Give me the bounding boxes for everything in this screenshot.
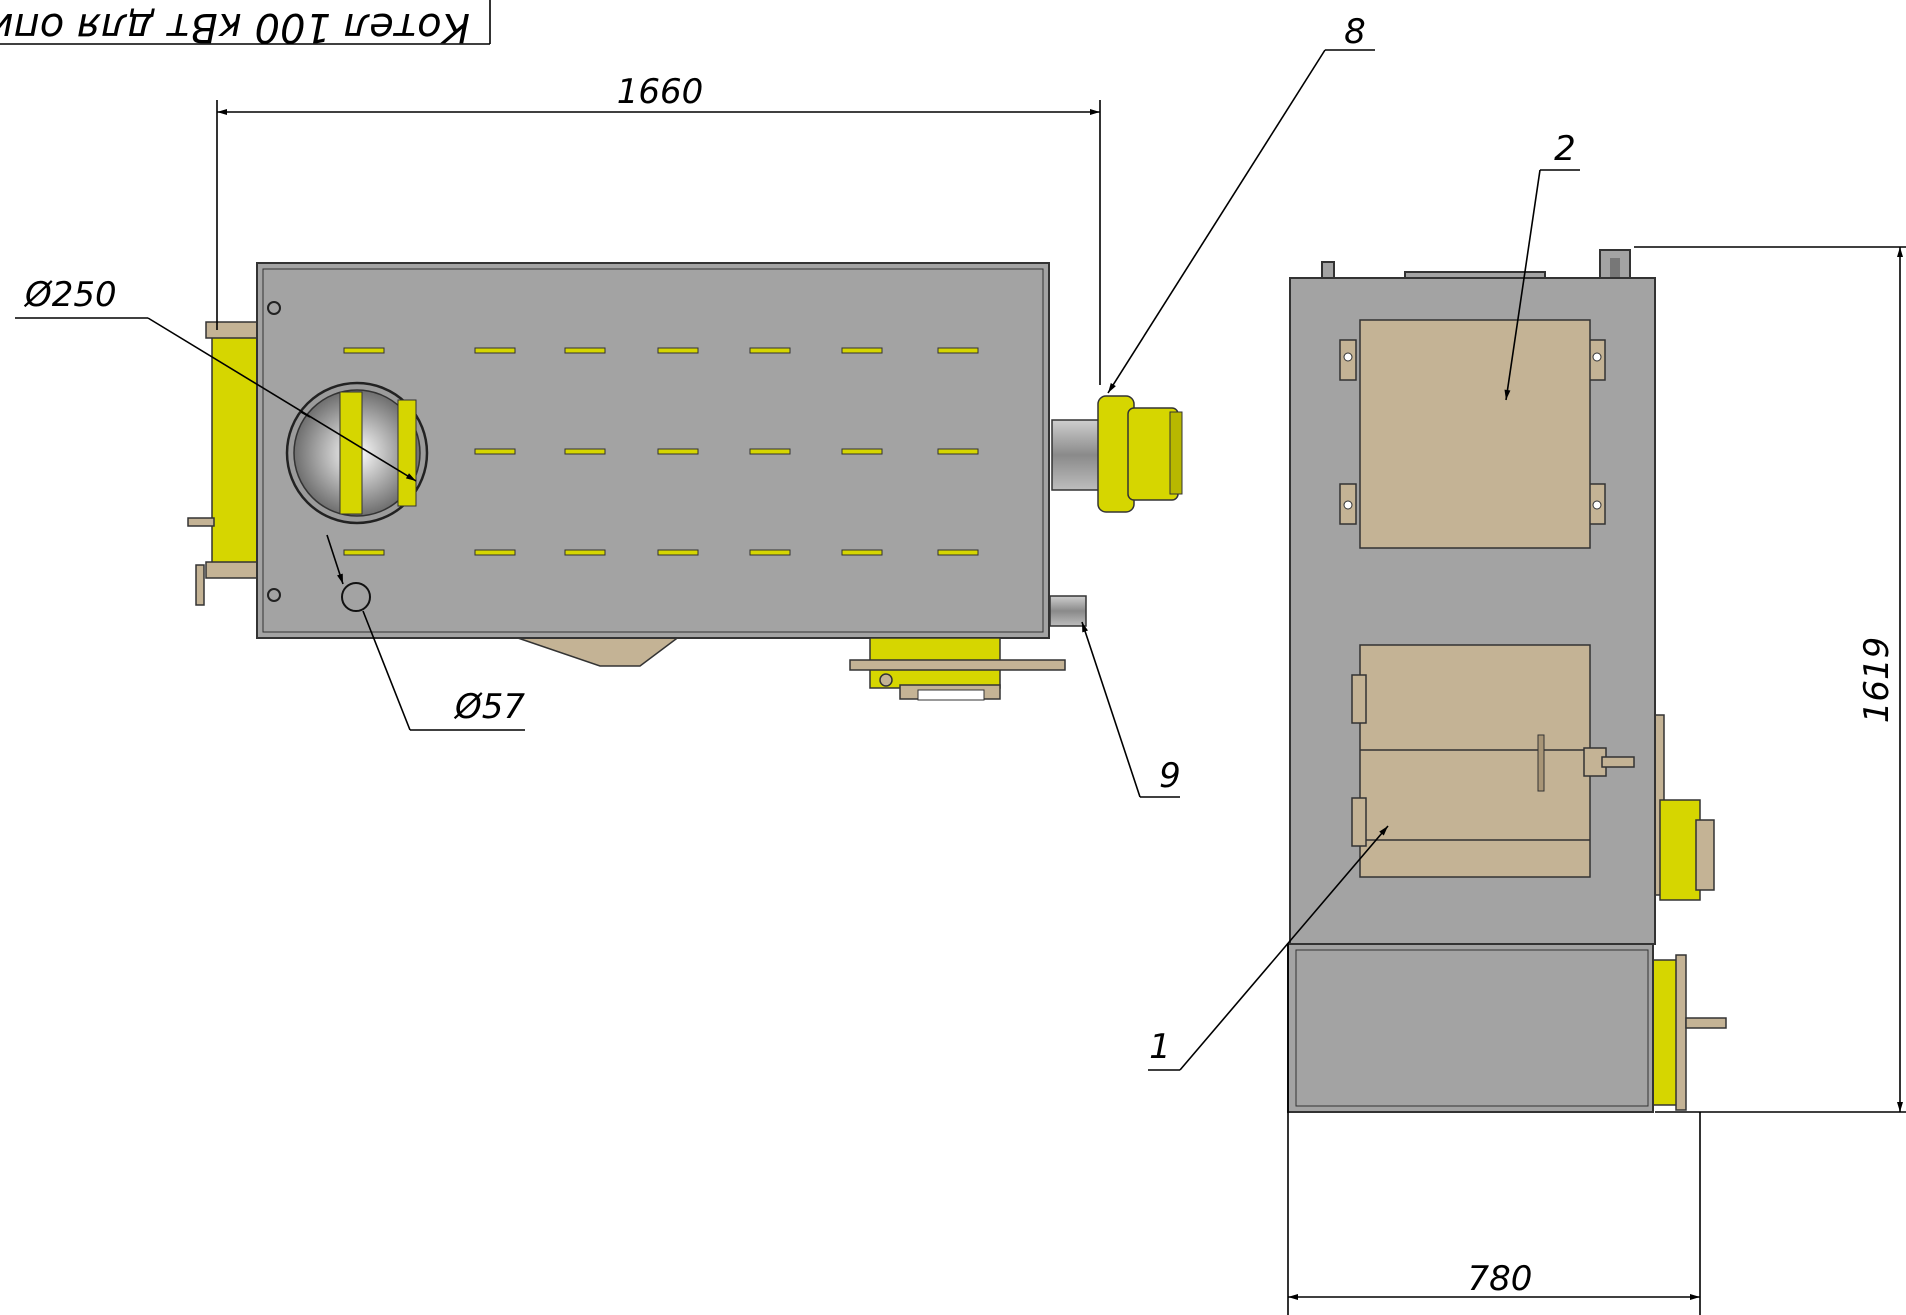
lower-door [1351, 644, 1635, 878]
callout-2: 2 [1504, 129, 1580, 401]
dim-length: 1660 [216, 72, 1101, 385]
bottom-feeder [849, 637, 1066, 701]
front-view: 1619 780 2 1 [1148, 129, 1906, 1315]
callout-1: 1 [1148, 825, 1389, 1071]
dim-width: 780 [1287, 944, 1701, 1315]
pipe-57 [341, 582, 371, 612]
drawing-title: Котел 100 кВт для опила [0, 4, 470, 50]
callout-8: 8 [1107, 12, 1375, 394]
ash-box [1287, 943, 1654, 1113]
rear-flange [211, 329, 263, 571]
flue-outlet [285, 381, 429, 525]
callout-9-text: 9 [1159, 756, 1181, 796]
fitting-9 [1049, 595, 1087, 627]
dim-height: 1619 [1634, 246, 1906, 1113]
dim-width-text: 780 [1468, 1259, 1533, 1299]
upper-door [1339, 319, 1606, 549]
top-view: 1660 Ø250 Ø57 8 9 [15, 12, 1375, 798]
callout-8-text: 8 [1344, 12, 1366, 52]
dim-height-text: 1619 [1857, 637, 1897, 724]
callout-1-text: 1 [1149, 1027, 1171, 1067]
fan-unit [1051, 395, 1183, 513]
dim-flue-text: Ø250 [23, 275, 117, 315]
dim-pipe: Ø57 [326, 534, 525, 731]
ash-hopper [511, 635, 683, 667]
title-block: Котел 100 кВт для опила [0, 0, 491, 50]
dim-flue: Ø250 [15, 275, 417, 482]
vent-slots [343, 347, 979, 556]
callout-9: 9 [1081, 621, 1181, 798]
dim-length-text: 1660 [617, 72, 704, 112]
dim-pipe-text: Ø57 [453, 687, 525, 727]
callout-2-text: 2 [1554, 129, 1576, 169]
